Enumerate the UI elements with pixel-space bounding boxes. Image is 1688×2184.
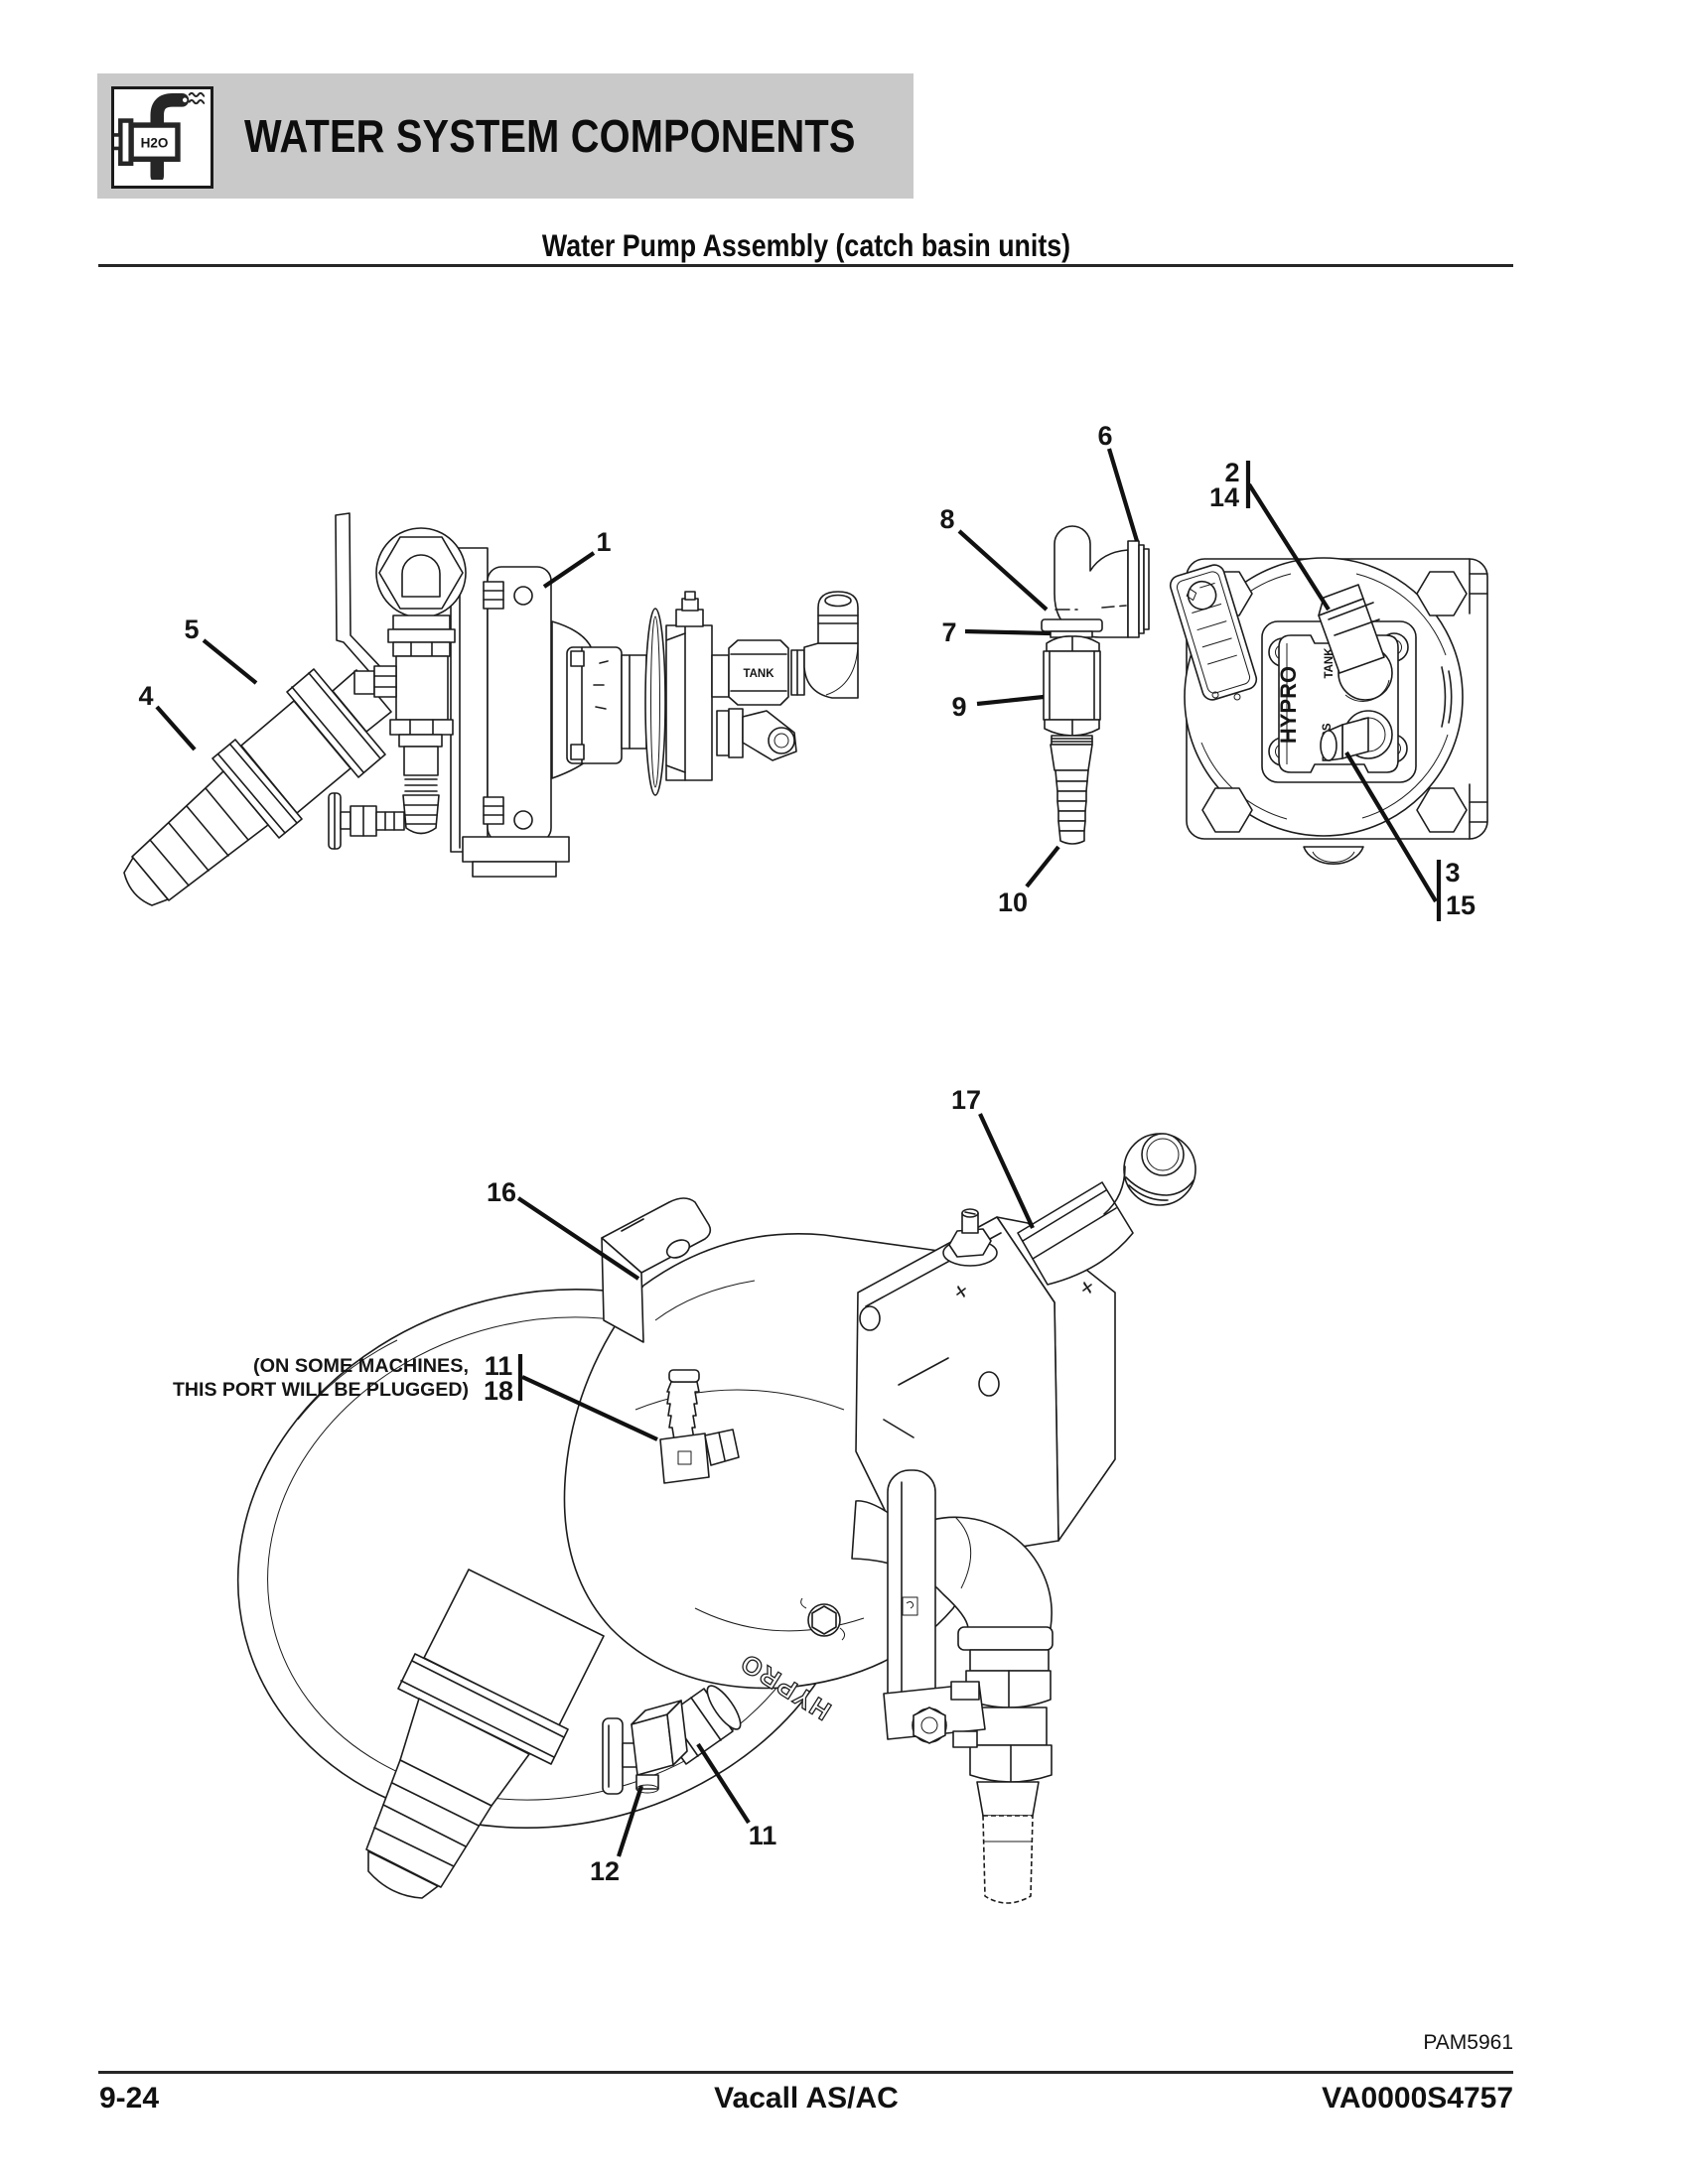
header-banner: H2O WATER SYSTEM COMPONENTS (97, 73, 914, 199)
footer-rule (98, 2071, 1513, 2074)
callout-1: 1 (596, 527, 611, 557)
mounting-bracket (450, 547, 570, 878)
ball-valve (335, 512, 467, 835)
inlet-elbow-and-barb (123, 668, 392, 906)
casing-barb-fitting (659, 1369, 740, 1484)
hypro-brand-label: HYPRO (1276, 666, 1301, 744)
callout-14: 14 (1209, 482, 1239, 512)
inlet-elbow-assembly (1041, 525, 1150, 845)
callouts-perspective-view: (ON SOME MACHINES, THIS PORT WILL BE PLU… (173, 1085, 1035, 1886)
pump-housing-front: HYPRO TANK PRESS (1169, 557, 1488, 866)
spec-label-plate (1169, 564, 1258, 701)
callout-3: 3 (1445, 858, 1460, 887)
note-line-1: (ON SOME MACHINES, (253, 1355, 469, 1377)
discharge-elbow-fitting (1017, 1133, 1196, 1286)
callout-7: 7 (941, 617, 956, 647)
h2o-label: H2O (141, 136, 169, 151)
title-rule (98, 264, 1513, 267)
page-title: WATER SYSTEM COMPONENTS (244, 110, 856, 162)
press-port-nipple (1320, 710, 1393, 761)
callout-11-note: 11 (485, 1351, 513, 1381)
callout-4: 4 (138, 681, 153, 711)
callout-16: 16 (487, 1177, 516, 1207)
figure-title: Water Pump Assembly (catch basin units) (541, 227, 1071, 263)
footer-page-number: 9-24 (99, 2082, 160, 2115)
pump-body (551, 591, 713, 796)
top-bracket (601, 1197, 712, 1343)
suction-elbow-barb (365, 1569, 605, 1899)
water-spray-icon (188, 91, 209, 97)
callout-15: 15 (1446, 890, 1476, 920)
callout-6: 6 (1097, 421, 1112, 451)
callout-11: 11 (749, 1821, 777, 1850)
callout-9: 9 (951, 692, 966, 722)
pipe-icon (150, 93, 190, 184)
pipe-outlet-icon (181, 95, 190, 104)
h2o-box-icon (128, 122, 181, 162)
callout-8: 8 (939, 504, 954, 534)
figure-pump-side-view: TANK (123, 512, 859, 906)
figure-code: PAM5961 (1423, 2031, 1513, 2054)
callouts-front-view: 6 8 7 9 10 2 14 3 15 (939, 421, 1476, 921)
figure-pump-perspective-view: HYPRO (173, 1085, 1196, 1904)
callout-18: 18 (484, 1376, 513, 1406)
callout-10: 10 (998, 887, 1028, 917)
drain-cock (328, 792, 405, 850)
water-system-icon: H2O (110, 86, 213, 189)
tank-check-valve: TANK (711, 591, 859, 761)
drain-valve (602, 1685, 742, 1795)
callout-17: 17 (951, 1085, 981, 1115)
callout-2: 2 (1224, 458, 1239, 487)
stub-icon (110, 133, 123, 151)
corner-bolt (1201, 571, 1468, 833)
callout-5: 5 (184, 614, 199, 644)
water-pump-pictogram: H2O (110, 91, 209, 184)
pipe-strap-clamp (883, 1469, 986, 1748)
water-spray-icon (188, 99, 209, 105)
callouts-side-view: 1 5 4 (138, 527, 612, 751)
callout-12: 12 (590, 1856, 620, 1886)
tank-valve (1318, 584, 1393, 702)
note-line-2: THIS PORT WILL BE PLUGGED) (173, 1379, 469, 1401)
figure-pump-front-view: HYPRO TANK PRESS (939, 421, 1488, 921)
footer-model: Vacall AS/AC (714, 2082, 899, 2115)
tank-label: TANK (743, 668, 774, 680)
footer-document-number: VA0000S4757 (1322, 2082, 1513, 2115)
